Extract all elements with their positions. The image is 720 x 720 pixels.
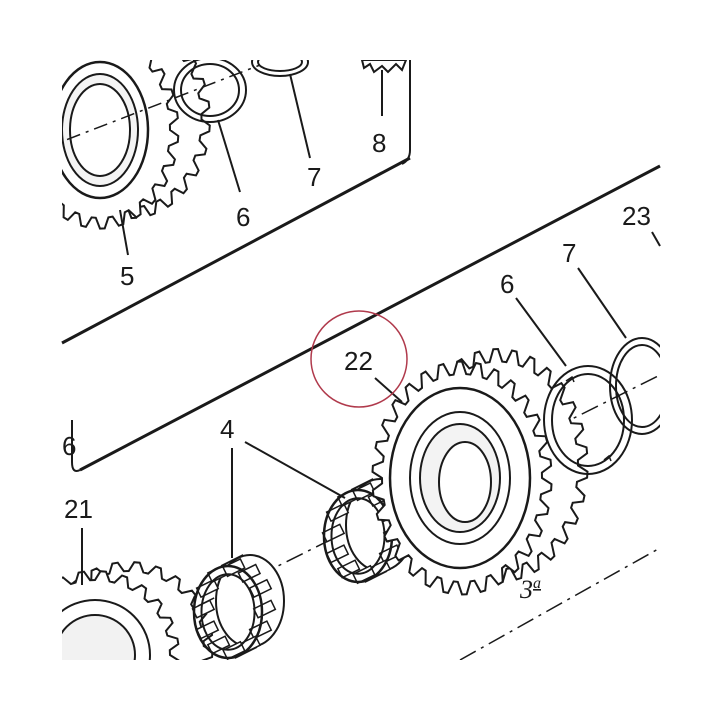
- callout-8: 8: [372, 128, 386, 158]
- circlip-part-7-upper: [251, 60, 309, 77]
- leader-22: [374, 377, 403, 403]
- gear-marking-superscript: a: [533, 575, 541, 592]
- callout-6-left: 6: [62, 431, 76, 461]
- callout-7-upper: 7: [307, 162, 321, 192]
- callout-6-lower: 6: [500, 269, 514, 299]
- gear-part-21: [62, 561, 214, 660]
- gear-part-5: [62, 60, 261, 230]
- leader-4-right: [244, 441, 346, 499]
- leader-6-upper: [217, 119, 241, 193]
- callout-5: 5: [120, 261, 134, 291]
- callout-7-lower: 7: [562, 238, 576, 268]
- needle-bearing-part-4-left: [191, 554, 285, 660]
- section-border-upper-hook: [401, 60, 411, 165]
- shim-part-6-upper: [173, 60, 247, 123]
- section-border-lower-hook: [71, 420, 81, 472]
- callout-4: 4: [220, 414, 234, 444]
- cage-left-front-inner: [200, 573, 256, 651]
- gear-part-22: [371, 347, 589, 596]
- highlight-circle: [310, 310, 408, 408]
- callout-23: 23: [622, 201, 651, 231]
- circlip-part-7-lower: [609, 337, 660, 435]
- section-border-lower: [79, 164, 661, 472]
- nut-part-8: [360, 60, 408, 74]
- callout-21: 21: [64, 494, 93, 524]
- lower-axis-line: [459, 547, 660, 660]
- shim-part-6-lower: [543, 365, 633, 475]
- needle-cage-left-body: [191, 554, 285, 660]
- leader-lines: [81, 70, 661, 585]
- gear-marking-base: 3: [519, 575, 533, 604]
- leader-23: [651, 231, 661, 247]
- cage-left-front-rim: [192, 564, 264, 660]
- leader-6-lower: [515, 297, 567, 367]
- leader-7-upper: [289, 73, 311, 159]
- callout-6-upper: 6: [236, 202, 250, 232]
- gear-marking: 3a: [519, 575, 541, 604]
- section-border-upper: [61, 156, 411, 345]
- leader-5: [119, 209, 129, 256]
- leader-7-lower: [577, 267, 627, 339]
- callout-22: 22: [344, 346, 373, 376]
